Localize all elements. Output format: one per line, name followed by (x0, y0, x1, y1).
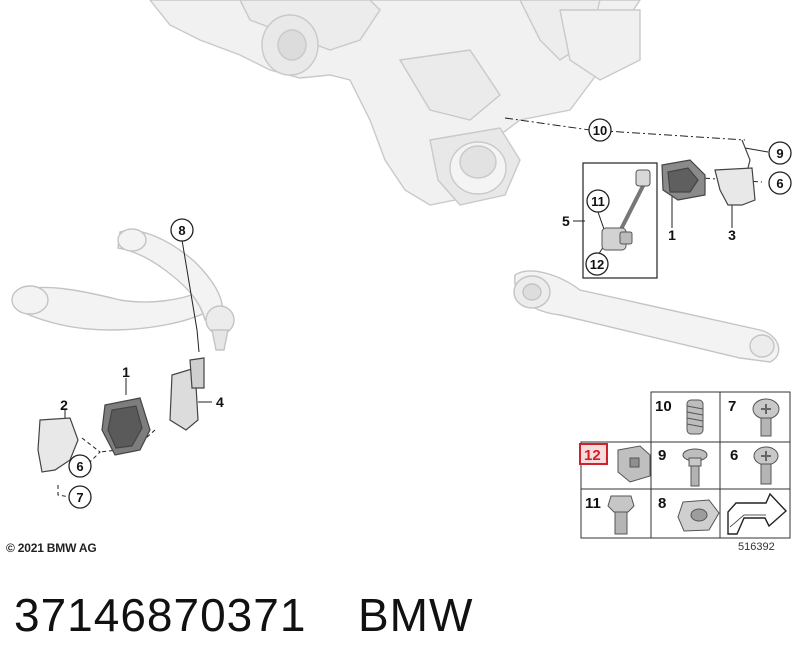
svg-text:6: 6 (76, 459, 83, 474)
callout-9-top: 9 (768, 141, 792, 165)
label-1-bottom: 1 (122, 364, 130, 380)
ride-height-bracket-top (661, 139, 756, 206)
parts-cell-12: 12 (579, 443, 651, 483)
svg-text:10: 10 (593, 123, 607, 138)
copyright-text: © 2021 BMW AG (6, 541, 97, 555)
label-2: 2 (60, 397, 68, 413)
lower-parts-group (37, 357, 205, 473)
callout-6-bottom: 6 (68, 454, 92, 478)
label-1-top: 1 (668, 227, 676, 243)
parts-cell-arrow (727, 492, 788, 535)
label-4: 4 (216, 394, 224, 410)
parts-cell-11: 11 (585, 495, 635, 535)
hex-nut-icon (677, 499, 720, 532)
part-number: 37146870371 (14, 589, 307, 641)
torx-screw-icon (752, 398, 780, 437)
clip-bracket-icon (617, 445, 651, 483)
parts-cell-8: 8 (658, 495, 720, 532)
lower-link-illustration (513, 270, 780, 363)
spring-bolt-icon (686, 399, 704, 435)
callout-8-arm: 8 (170, 218, 194, 242)
callout-10-top: 10 (588, 118, 612, 142)
svg-text:8: 8 (658, 495, 666, 512)
svg-text:12: 12 (590, 257, 604, 272)
parts-cell-6: 6 (730, 446, 779, 485)
callout-7-bottom: 7 (68, 485, 92, 509)
diagram-id: 516392 (738, 541, 775, 553)
svg-text:11: 11 (591, 194, 605, 209)
svg-text:6: 6 (730, 447, 738, 464)
hex-bolt-icon (607, 495, 635, 535)
svg-text:9: 9 (658, 447, 666, 464)
svg-text:12: 12 (584, 447, 601, 464)
svg-text:11: 11 (585, 495, 601, 512)
svg-text:6: 6 (776, 176, 783, 191)
upper-control-arm-illustration (11, 228, 235, 351)
callout-11-assembly: 11 (586, 189, 610, 213)
parts-cell-10: 10 (655, 398, 704, 435)
parts-cell-7: 7 (728, 398, 780, 437)
parts-cell-9: 9 (658, 447, 708, 487)
torx-screw-icon (753, 446, 779, 485)
svg-text:10: 10 (655, 398, 672, 415)
svg-text:7: 7 (728, 398, 736, 415)
brand-name: BMW (358, 589, 474, 641)
highlight-box (579, 443, 608, 465)
subframe-illustration (149, 0, 641, 206)
hex-flange-bolt-icon (682, 448, 708, 487)
svg-text:7: 7 (76, 490, 83, 505)
callout-12-assembly: 12 (585, 252, 609, 276)
label-3: 3 (728, 227, 736, 243)
sensor-assembly-box (582, 162, 658, 279)
svg-text:8: 8 (178, 223, 185, 238)
svg-text:9: 9 (776, 146, 783, 161)
arrow-icon (727, 492, 788, 535)
parts-table: 10 7 12 9 (579, 391, 791, 539)
label-5: 5 (562, 213, 570, 229)
callout-6-top: 6 (768, 171, 792, 195)
